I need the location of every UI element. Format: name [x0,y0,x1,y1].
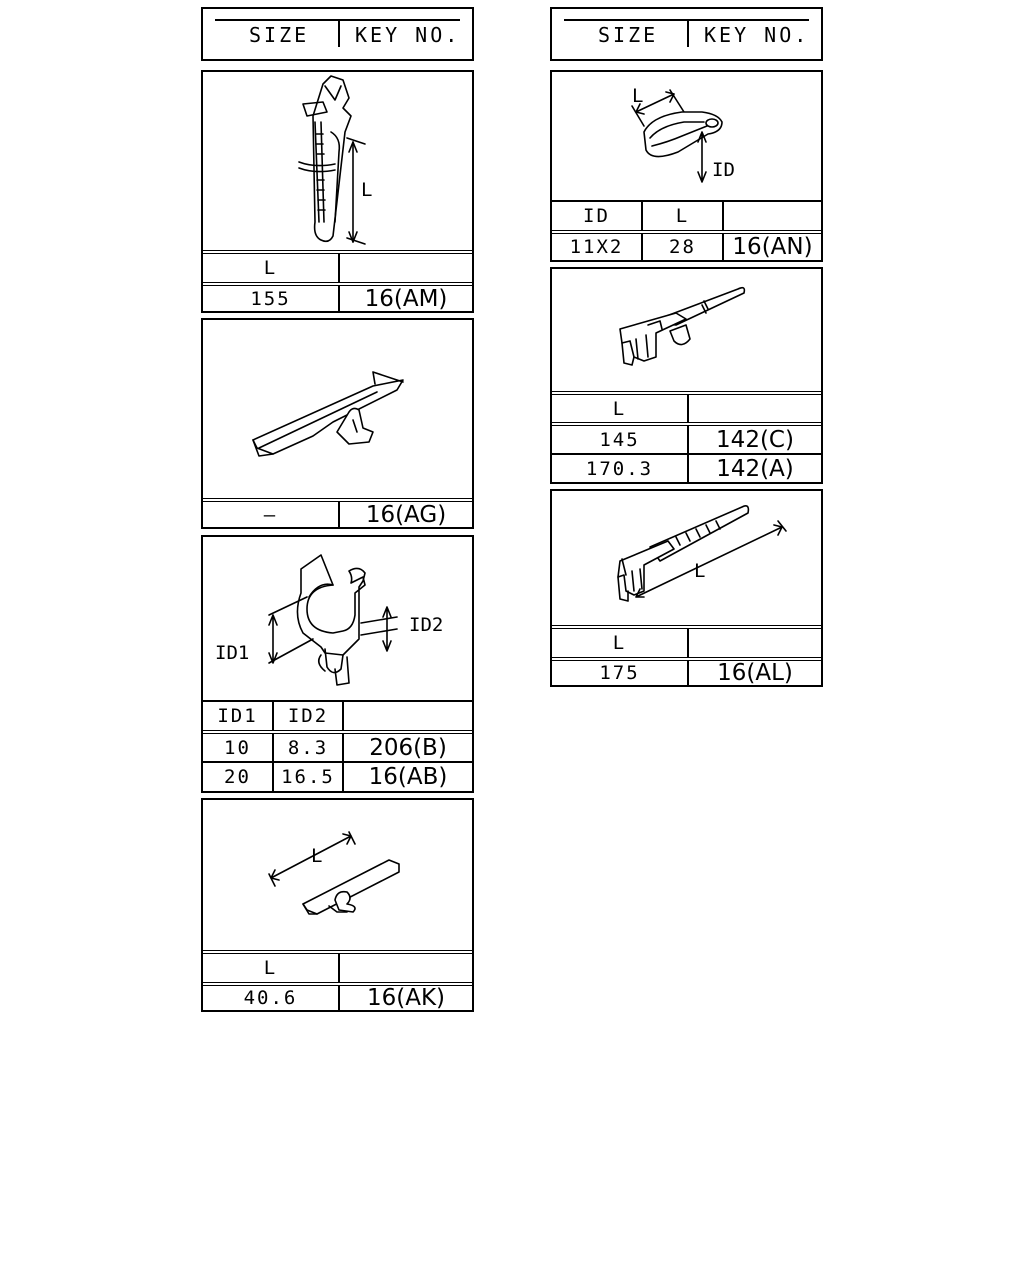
tie-mount-illustration [552,269,821,391]
strap-illustration [203,320,472,498]
dim-label: ID [712,159,735,181]
part-block-ag: — 16(AG) [201,318,474,529]
column-header: L [263,957,278,979]
dim-label: ID1 [215,642,249,664]
column-header-row: L [203,250,472,282]
part-block-c: L 145 142(C) 170.3 142(A) [550,267,823,484]
key-number: 142(A) [687,455,821,482]
size-value: 28 [641,234,722,260]
table-row: 10 8.3 206(B) [203,730,472,761]
column-header: ID1 [217,705,258,727]
key-number: 16(AB) [342,763,472,791]
column-header-row: L [552,391,821,422]
size-value: 145 [599,428,640,451]
key-no-header-label: KEY NO. [704,23,810,47]
header-left: SIZE KEY NO. [201,7,474,61]
table-row: 155 16(AM) [203,282,472,312]
column-header-row: L [203,950,472,982]
table-row: 11X2 28 16(AN) [552,230,821,260]
clip-illustration: L [203,72,472,250]
key-number: 142(C) [687,426,821,453]
column-header: L [641,202,722,230]
column-header-row: ID1 ID2 [203,700,472,730]
column-header: ID [583,205,610,227]
size-value: — [263,503,278,526]
key-number: 16(AK) [338,985,472,1011]
size-value: 155 [250,287,291,310]
size-value: 40.6 [243,987,298,1009]
table-row: 175 16(AL) [552,657,821,686]
part-block-am: L L 155 16(AM) [201,70,474,313]
table-row: 170.3 142(A) [552,453,821,482]
size-value: 175 [599,662,640,684]
dim-label: L [694,560,705,582]
key-no-header-label: KEY NO. [355,23,461,47]
loop-clamp-illustration: L ID [552,72,821,200]
column-header: ID2 [272,702,342,730]
header-right: SIZE KEY NO. [550,7,823,61]
column-header: L [612,397,627,420]
key-number: 206(B) [342,734,472,761]
dim-label: L [361,179,372,201]
key-number: 16(AG) [338,502,472,528]
dim-label: L [632,85,643,107]
table-row: 145 142(C) [552,422,821,453]
size-value: 11X2 [569,236,624,258]
size-value: 10 [224,736,251,759]
hose-clip-illustration: ID1 ID2 [203,537,472,700]
key-number: 16(AN) [722,234,821,260]
key-number: 16(AM) [338,286,472,312]
part-block-b: ID1 ID2 ID1 ID2 10 8.3 206(B) 20 16.5 16… [201,535,474,793]
part-block-al: L L 175 16(AL) [550,489,823,687]
size-value: 8.3 [272,734,342,761]
column-header: L [612,632,627,654]
size-value: 20 [224,766,251,788]
size-header-label: SIZE [249,23,310,47]
column-header-row: ID L [552,200,821,230]
size-value: 16.5 [272,763,342,791]
table-row: 40.6 16(AK) [203,982,472,1011]
table-row: — 16(AG) [203,498,472,528]
column-header-row: L [552,625,821,657]
dim-label: L [311,845,322,867]
part-block-an: L ID ID L 11X2 28 16(AN) [550,70,823,262]
band-clip-illustration: L [203,800,472,950]
size-value: 170.3 [585,457,654,480]
size-header-label: SIZE [598,23,659,47]
cable-tie-illustration: L [552,491,821,625]
table-row: 20 16.5 16(AB) [203,761,472,791]
column-header: L [263,257,278,279]
part-block-ak: L L 40.6 16(AK) [201,798,474,1012]
key-number: 16(AL) [687,660,821,686]
dim-label: ID2 [409,614,443,636]
